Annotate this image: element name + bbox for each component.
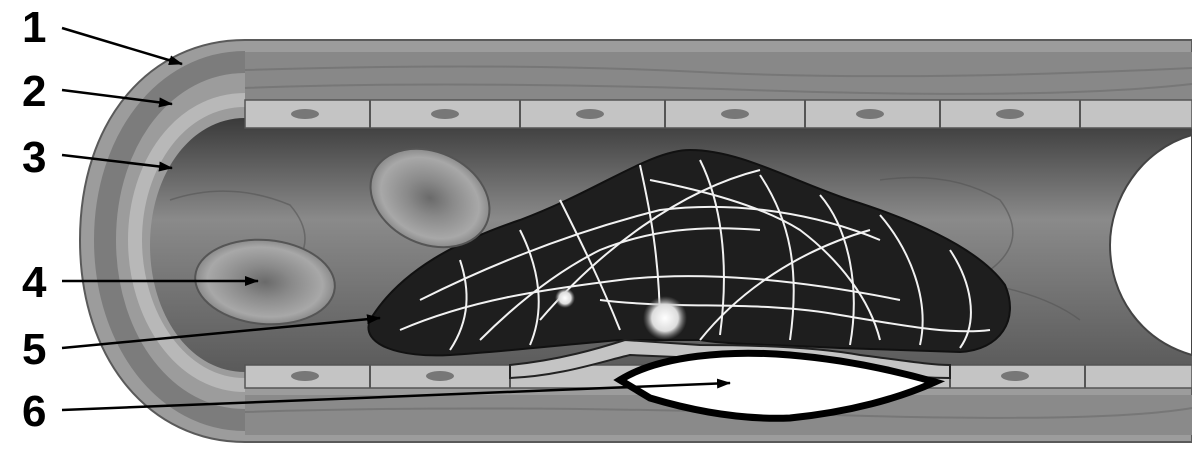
label-4: 4	[22, 261, 46, 305]
label-6: 6	[22, 390, 46, 434]
label-3: 3	[22, 136, 46, 180]
label-2: 2	[22, 70, 46, 114]
label-5: 5	[22, 328, 46, 372]
label-1: 1	[22, 6, 46, 50]
endothelium-top	[245, 100, 1192, 128]
